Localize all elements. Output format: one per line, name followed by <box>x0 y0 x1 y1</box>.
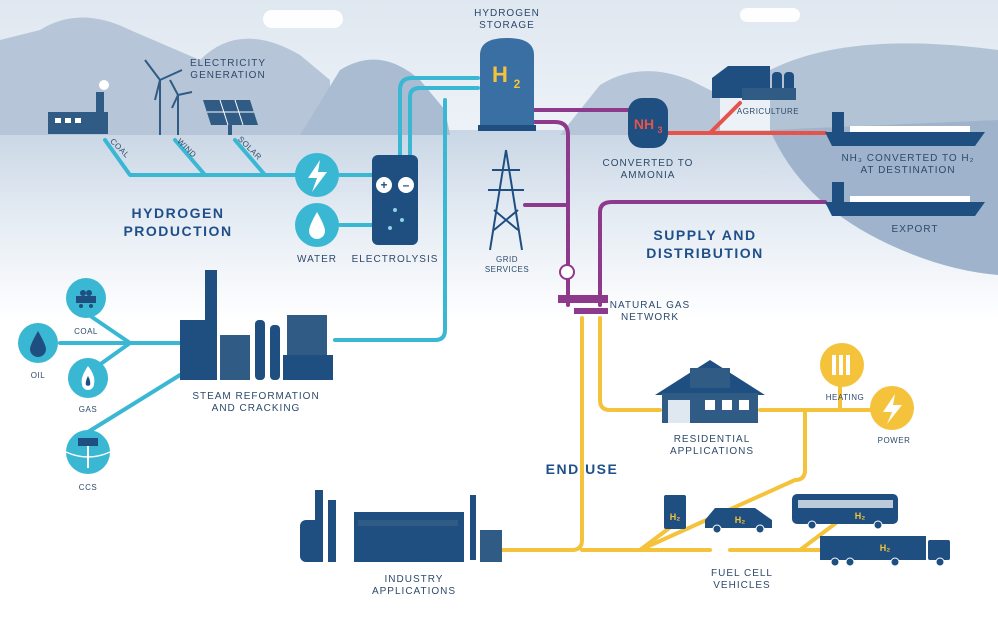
pylon-icon <box>488 149 524 251</box>
water-drop-icon <box>295 203 339 247</box>
red-pipes <box>666 101 827 135</box>
truck-icon: H₂ <box>820 536 950 567</box>
coal-cart-icon <box>66 278 106 318</box>
nh3-destination-label-1: NH₃ CONVERTED TO H₂ <box>841 153 974 164</box>
fuel-pump-icon: H₂ <box>664 495 686 529</box>
industry-label-2: APPLICATIONS <box>372 586 456 597</box>
grid-services-label-1: GRID <box>496 255 518 264</box>
h2-subscript: 2 <box>514 77 521 91</box>
radiator-icon <box>820 343 864 387</box>
svg-text:–: – <box>403 178 410 192</box>
solar-panel-icon <box>203 99 258 135</box>
bus-icon: H₂ <box>792 494 898 530</box>
hydrogen-storage-label-1: HYDROGEN <box>474 8 540 19</box>
car-h2: H₂ <box>735 515 746 525</box>
converted-ammonia-label-2: AMMONIA <box>621 170 676 181</box>
oil-label: OIL <box>31 371 45 380</box>
industry-factory-icon <box>300 490 502 562</box>
supply-title-1: SUPPLY AND <box>653 227 756 243</box>
natural-gas-label-2: NETWORK <box>621 312 679 323</box>
nh3-destination-label-2: AT DESTINATION <box>860 165 955 176</box>
coal-plant-icon <box>48 80 109 134</box>
hydrogen-tank-icon: H 2 <box>478 38 536 131</box>
yellow-pipes <box>498 316 872 552</box>
gas-flame-icon <box>68 358 108 398</box>
svg-text:+: + <box>380 178 387 192</box>
residential-label-1: RESIDENTIAL <box>674 434 751 445</box>
purple-pipes <box>523 108 827 307</box>
cloud-2 <box>740 8 800 22</box>
electricity-generation-label-2: GENERATION <box>190 70 265 81</box>
end-use-title: END USE <box>546 461 619 477</box>
heating-label: HEATING <box>826 393 864 402</box>
nh3-symbol: NH <box>634 116 654 132</box>
mountain-far-right <box>770 43 998 136</box>
steam-reformation-label-2: AND CRACKING <box>212 403 301 414</box>
natural-gas-label-1: NATURAL GAS <box>610 300 690 311</box>
electrolyser-icon: + – <box>372 155 418 245</box>
grid-services-label-2: SERVICES <box>485 265 529 274</box>
converted-ammonia-label-1: CONVERTED TO <box>603 158 694 169</box>
nh3-subscript: 3 <box>657 125 662 135</box>
production-title-1: HYDROGEN <box>132 205 225 221</box>
clouds <box>263 8 800 28</box>
supply-title-2: DISTRIBUTION <box>646 245 764 261</box>
export-label: EXPORT <box>892 224 939 235</box>
house-icon <box>655 360 765 423</box>
steam-reformation-label-1: STEAM REFORMATION <box>192 391 319 402</box>
ccs-icon <box>65 430 111 474</box>
water-label: WATER <box>297 254 337 265</box>
power-bolt-icon <box>870 386 914 430</box>
fuel-cell-label-1: FUEL CELL <box>711 568 773 579</box>
power-label: POWER <box>878 436 911 445</box>
car-icon: H₂ <box>705 508 772 534</box>
steam-reformation-plant-icon <box>180 270 333 380</box>
oil-drop-icon <box>18 323 58 363</box>
ship-export-icon <box>825 182 985 216</box>
ccs-label: CCS <box>79 483 97 492</box>
gas-valve-icon <box>558 264 608 314</box>
fuel-cell-label-2: VEHICLES <box>713 580 770 591</box>
bus-h2: H₂ <box>855 511 866 521</box>
truck-h2: H₂ <box>880 543 891 553</box>
ammonia-tank-icon: NH 3 <box>628 98 668 148</box>
lightning-icon <box>295 153 339 197</box>
gas-label: GAS <box>79 405 97 414</box>
production-title-2: PRODUCTION <box>123 223 232 239</box>
residential-label-2: APPLICATIONS <box>670 446 754 457</box>
pump-h2: H₂ <box>670 512 681 522</box>
farm-icon <box>712 66 796 100</box>
h2-symbol: H <box>492 62 508 87</box>
coal-label: COAL <box>74 327 98 336</box>
ship-nh3-icon <box>825 112 985 146</box>
electricity-generation-label-1: ELECTRICITY <box>190 58 266 69</box>
cloud-1 <box>263 10 343 28</box>
wind-turbine-icon <box>144 59 193 135</box>
electrolysis-label: ELECTROLYSIS <box>352 254 439 265</box>
hydrogen-storage-label-2: STORAGE <box>479 20 535 31</box>
agriculture-label: AGRICULTURE <box>737 107 799 116</box>
industry-label-1: INDUSTRY <box>385 574 444 585</box>
